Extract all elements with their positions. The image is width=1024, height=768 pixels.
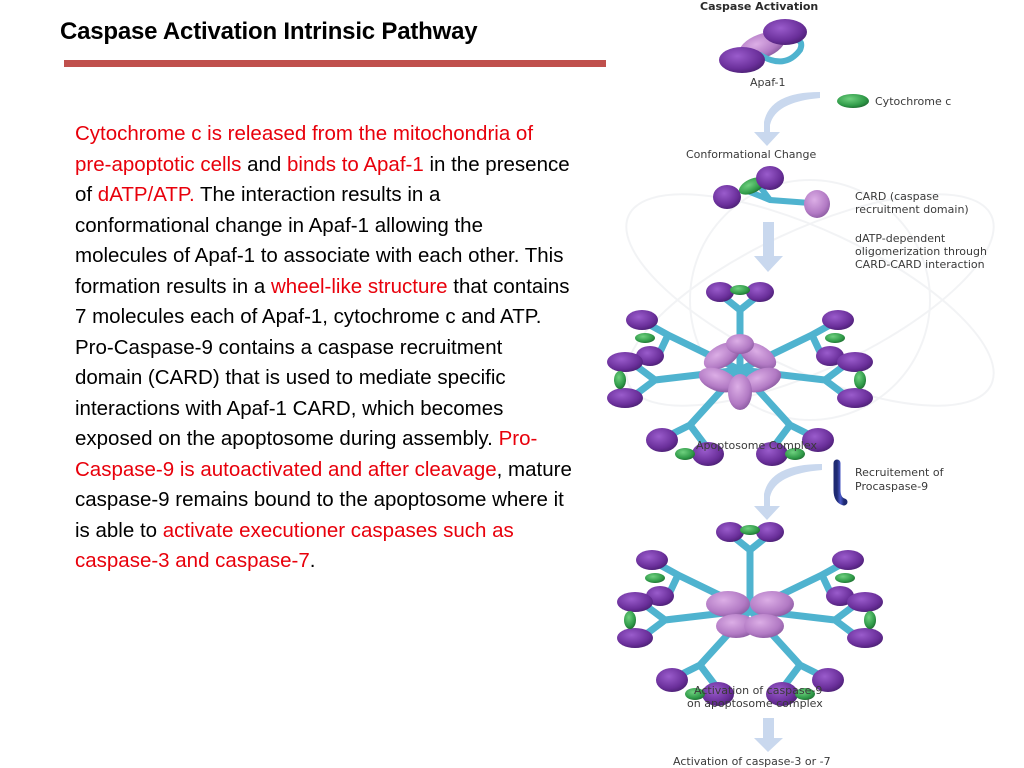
label-activation-caspase9-line1: Activation of caspase-9 [694,684,823,697]
text-segment: , mature caspase-9 remains bound to the … [75,457,572,542]
label-activation-caspase9-line2: on apoptosome complex [687,697,823,710]
text-segment: . [309,549,316,572]
label-activation-caspase3-7: Activation of caspase-3 or -7 [673,755,831,768]
label-oligo-line2: oligomerization through [855,245,987,258]
text-segment: The interaction results in a conformatio… [75,183,564,298]
merge-arrow-icon [754,464,822,520]
text-segment: and [241,152,287,176]
diagram-artwork [607,19,995,752]
label-oligo-line1: dATP-dependent [855,232,946,245]
diagram-heading: Caspase Activation [700,0,819,13]
caspase-activation-diagram: Caspase Activation Apaf-1 Cytochrome c C… [580,0,1024,768]
text-segment: Cytochrome c is released from the mitoch… [75,122,534,176]
title-underline-rule [64,60,606,67]
apaf1-monomer-icon [719,19,807,73]
down-arrow-icon [754,718,783,752]
label-cytochrome-c: Cytochrome c [875,95,952,108]
activated-caspase9-complex-icon [617,522,883,706]
label-card-line2: recruitment domain) [855,203,969,216]
down-arrow-icon [754,222,783,272]
text-segment: binds to Apaf-1 [286,152,424,176]
apaf1-open-conformation-icon [713,166,830,218]
text-segment: wheel-like structure [270,274,448,298]
text-segment: that contains 7 molecules each of Apaf-1… [75,274,570,451]
body-paragraph: Cytochrome c is released from the mitoch… [75,119,575,577]
label-recruit-line1: Recruitement of [855,466,944,479]
label-card-line1: CARD (caspase [855,190,939,203]
text-segment: Pro-Caspase-9 is autoactivated and after… [75,427,538,481]
text-segment: dATP/ATP. [97,183,195,206]
label-oligo-line3: CARD-CARD interaction [855,258,985,271]
text-segment: activate executioner caspases such as ca… [75,518,514,573]
label-conformational-change: Conformational Change [686,148,817,161]
procaspase-9-icon [833,459,848,506]
apoptosome-complex-icon [607,282,873,466]
slide-title: Caspase Activation Intrinsic Pathway [60,18,478,45]
text-segment: in the presence of [75,152,570,207]
cytochrome-c-icon [837,94,869,108]
label-apaf1: Apaf-1 [750,76,786,89]
merge-arrow-icon [754,92,820,146]
label-apoptosome-complex: Apoptosome Complex [696,439,817,452]
label-recruit-line2: Procaspase-9 [855,480,929,493]
